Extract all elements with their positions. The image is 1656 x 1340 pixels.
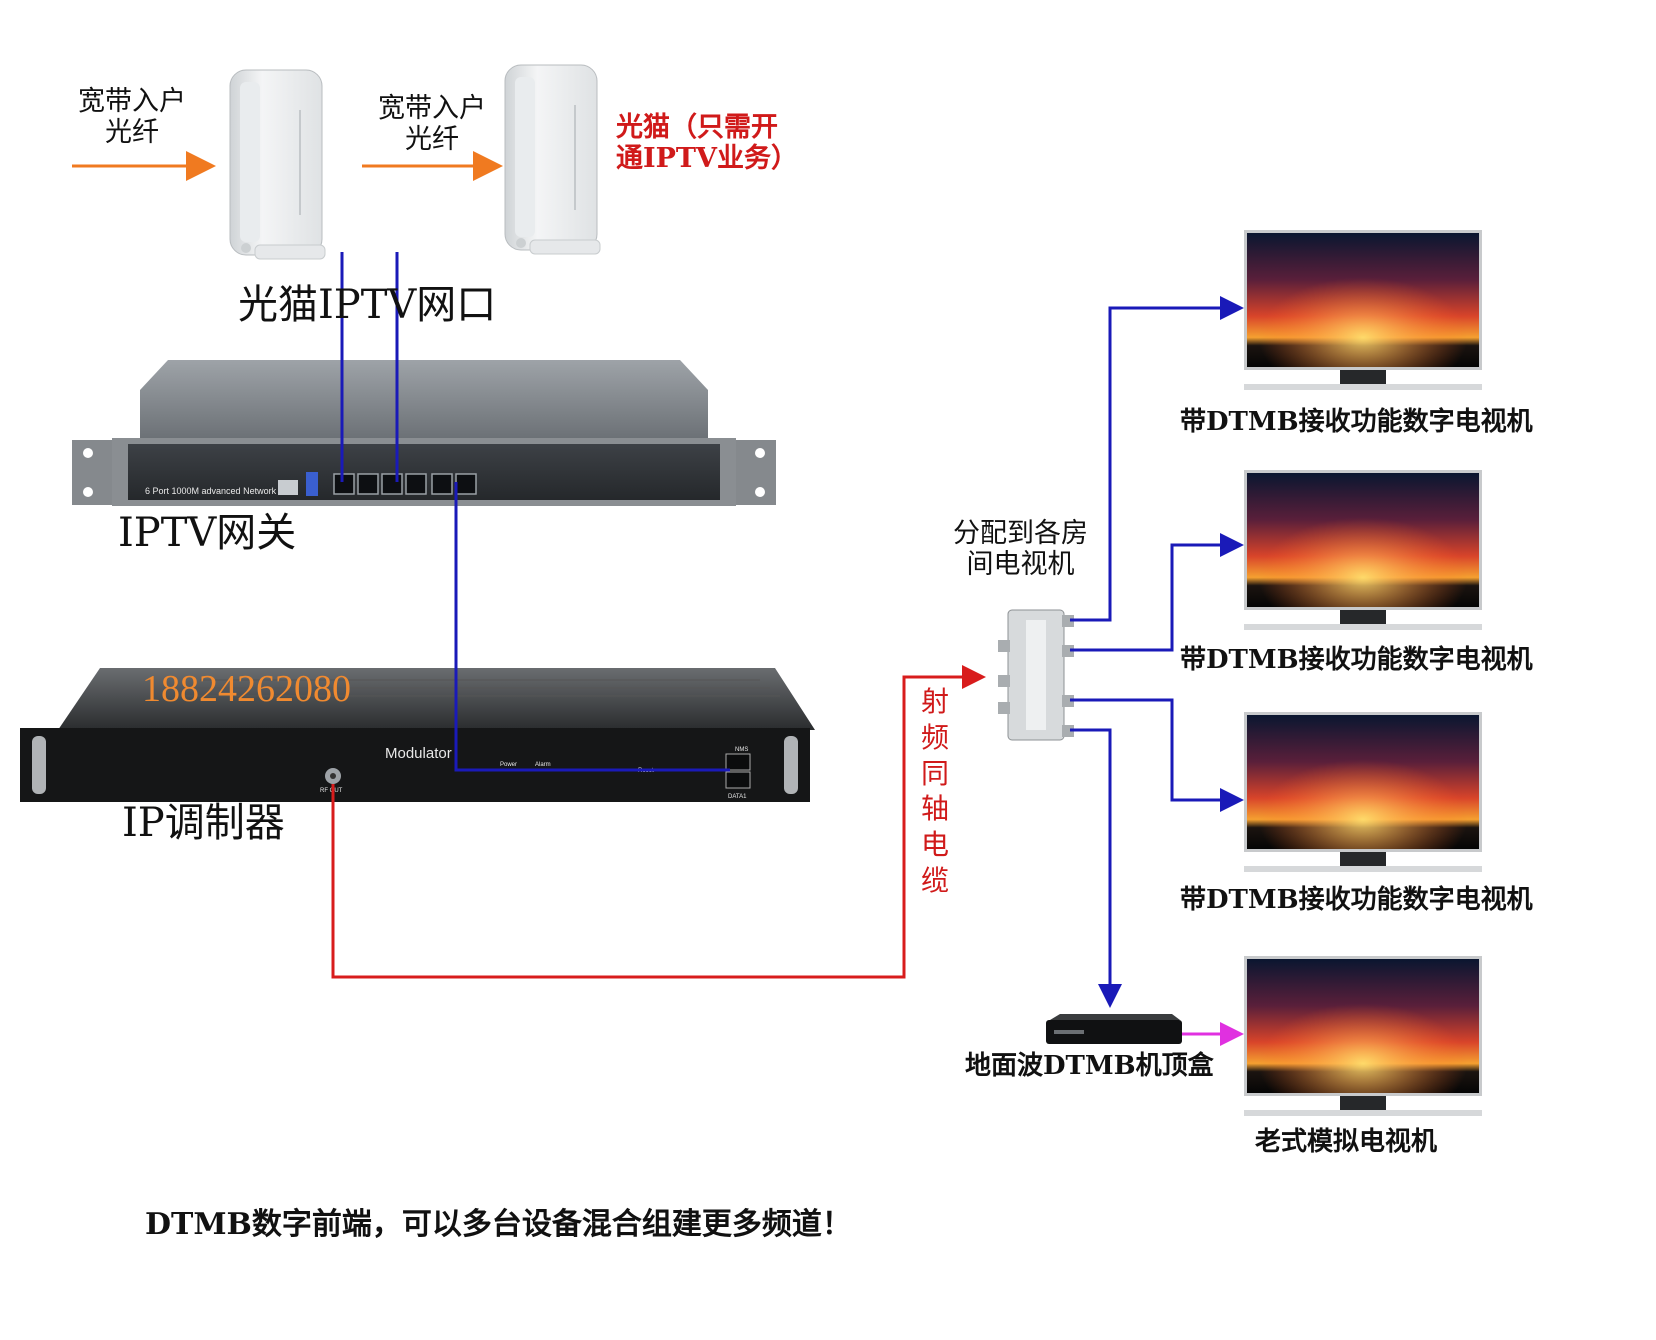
fiber-input-label-2: 宽带入户 光纤: [378, 93, 486, 156]
tv-4-label: 老式模拟电视机: [1255, 1127, 1438, 1157]
cable-gateway-modulator: [454, 482, 730, 772]
tv-3-label: 带DTMB接收功能数字电视机: [1180, 885, 1533, 915]
ip-modulator: Modulator Power Alarm Reset RF OUT NMS D…: [20, 668, 815, 802]
modulator-rf-out: RF OUT: [320, 788, 343, 794]
modem-iptv-port-label: 光猫IPTV网口: [238, 282, 497, 328]
modulator-led-alarm: Alarm: [535, 762, 551, 768]
cable-splitter-tv1: [1070, 296, 1244, 622]
tv-1: [1244, 230, 1482, 390]
iptv-gateway: 6 Port 1000M advanced Network: [72, 360, 776, 506]
optical-modem-1: [229, 69, 326, 260]
cable-splitter-tv3: [1070, 698, 1244, 812]
splitter: [998, 609, 1074, 741]
modem-iptv-note: 光猫（只需开 通IPTV业务）: [616, 112, 798, 175]
cable-splitter-stb: [1070, 728, 1122, 1008]
gateway-label: IPTV网关: [118, 510, 297, 556]
modulator-nms: NMS: [735, 747, 748, 753]
stb-label: 地面波DTMB机顶盒: [965, 1051, 1214, 1081]
tv-1-label: 带DTMB接收功能数字电视机: [1180, 407, 1533, 437]
modulator-data: DATA1: [728, 794, 747, 800]
tv-2-label: 带DTMB接收功能数字电视机: [1180, 645, 1533, 675]
modulator-brand: Modulator: [385, 745, 452, 762]
modulator-label: IP调制器: [122, 800, 285, 846]
fiber-input-label-1: 宽带入户 光纤: [78, 86, 186, 149]
set-top-box: [1046, 1014, 1182, 1044]
splitter-label: 分配到各房 间电视机: [953, 518, 1088, 581]
modulator-phone: 18824262080: [142, 668, 351, 710]
tv-4: [1244, 956, 1482, 1116]
modulator-led-power: Power: [500, 762, 517, 768]
gateway-front-text: 6 Port 1000M advanced Network: [145, 486, 277, 496]
optical-modem-2: [504, 64, 601, 255]
cable-splitter-tv2: [1070, 533, 1244, 652]
tv-2: [1244, 470, 1482, 630]
network-cables: [340, 252, 730, 772]
coax-cable: [331, 665, 986, 979]
coax-cable-label: 射频同轴电缆: [920, 685, 949, 898]
tv-3: [1244, 712, 1482, 872]
footer-caption: DTMB数字前端，可以多台设备混合组建更多频道！: [145, 1207, 852, 1242]
